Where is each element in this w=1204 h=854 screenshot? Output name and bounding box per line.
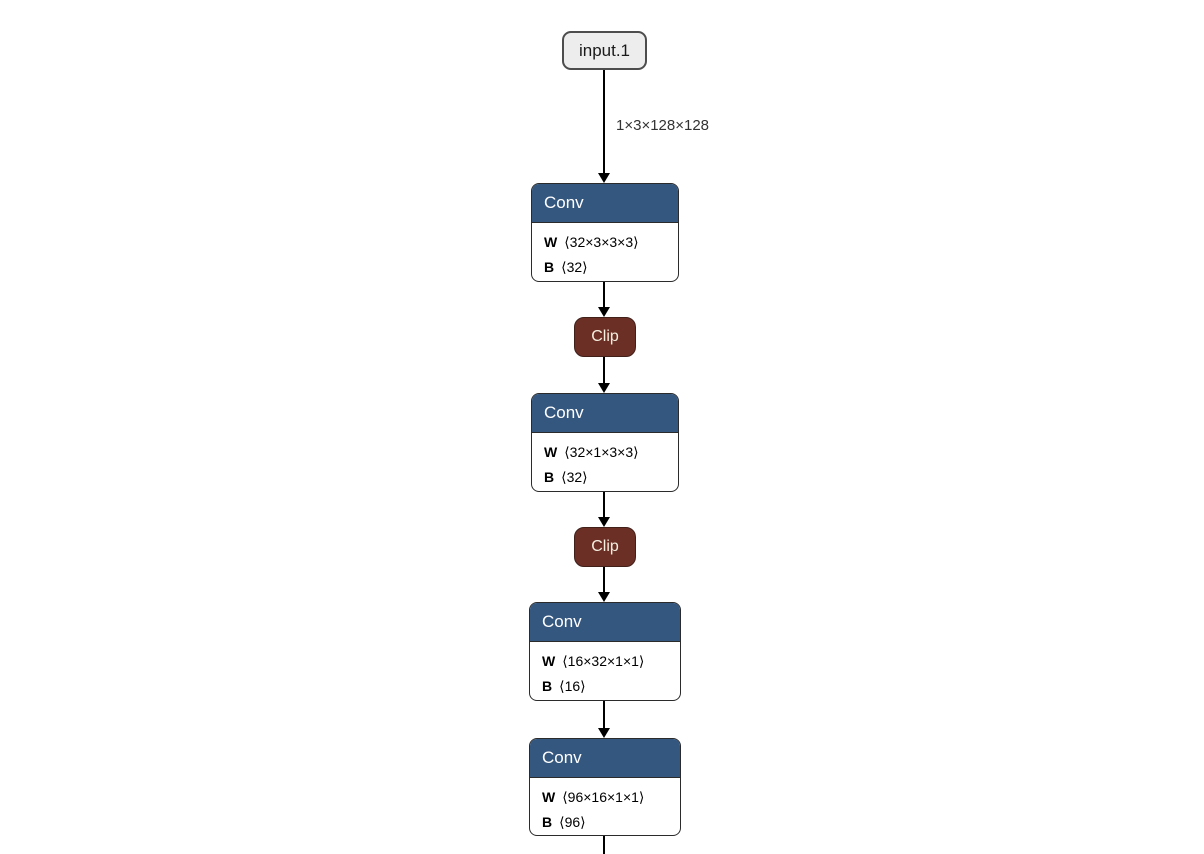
- conv-node-3-header: Conv: [530, 603, 680, 642]
- weights-key: W: [542, 653, 556, 669]
- conv-node-4-weights-row: W ⟨96×16×1×1⟩: [542, 785, 680, 810]
- conv-node-1-header: Conv: [532, 184, 678, 223]
- edge-conv1-to-clip1: [603, 282, 605, 308]
- bias-key: B: [542, 814, 553, 830]
- weights-shape: ⟨32×1×3×3⟩: [564, 443, 639, 460]
- conv-node-1-bias-row: B ⟨32⟩: [544, 255, 678, 280]
- clip-node-1-title: Clip: [591, 328, 619, 345]
- edge-clip2-to-conv3: [603, 567, 605, 593]
- conv-node-2-bias-row: B ⟨32⟩: [544, 465, 678, 490]
- edge-tensor-shape-label: 1×3×128×128: [616, 117, 710, 134]
- arrowhead-icon: [598, 517, 610, 527]
- arrowhead-icon: [598, 307, 610, 317]
- edge-conv3-to-conv4: [603, 701, 605, 729]
- bias-key: B: [544, 259, 555, 275]
- bias-key: B: [542, 678, 553, 694]
- weights-key: W: [542, 789, 556, 805]
- clip-node-2-title: Clip: [591, 538, 619, 555]
- bias-shape: ⟨16⟩: [559, 677, 586, 694]
- conv-node-2-header: Conv: [532, 394, 678, 433]
- edge-conv2-to-clip2: [603, 492, 605, 518]
- arrowhead-icon: [598, 383, 610, 393]
- edge-input-to-conv1: [603, 70, 605, 173]
- conv-node-1[interactable]: Conv W ⟨32×3×3×3⟩ B ⟨32⟩: [531, 183, 679, 282]
- conv-node-2[interactable]: Conv W ⟨32×1×3×3⟩ B ⟨32⟩: [531, 393, 679, 492]
- bias-key: B: [544, 469, 555, 485]
- arrowhead-icon: [598, 173, 610, 183]
- weights-key: W: [544, 444, 558, 460]
- conv-node-3[interactable]: Conv W ⟨16×32×1×1⟩ B ⟨16⟩: [529, 602, 681, 701]
- conv-node-3-title: Conv: [542, 611, 582, 631]
- conv-node-3-bias-row: B ⟨16⟩: [542, 674, 680, 699]
- input-node[interactable]: input.1: [562, 31, 647, 70]
- weights-shape: ⟨96×16×1×1⟩: [562, 788, 645, 805]
- conv-node-1-title: Conv: [544, 192, 584, 212]
- weights-shape: ⟨32×3×3×3⟩: [564, 233, 639, 250]
- conv-node-4-body: W ⟨96×16×1×1⟩ B ⟨96⟩: [530, 778, 680, 835]
- conv-node-1-weights-row: W ⟨32×3×3×3⟩: [544, 230, 678, 255]
- input-node-label: input.1: [578, 40, 631, 60]
- conv-node-2-weights-row: W ⟨32×1×3×3⟩: [544, 440, 678, 465]
- conv-node-4-title: Conv: [542, 747, 582, 767]
- clip-node-1[interactable]: Clip: [574, 317, 636, 357]
- bias-shape: ⟨32⟩: [561, 468, 588, 485]
- conv-node-4-header: Conv: [530, 739, 680, 778]
- conv-node-2-body: W ⟨32×1×3×3⟩ B ⟨32⟩: [532, 433, 678, 490]
- weights-key: W: [544, 234, 558, 250]
- bias-shape: ⟨96⟩: [559, 813, 586, 830]
- edge-conv4-outgoing: [603, 836, 605, 854]
- conv-node-3-weights-row: W ⟨16×32×1×1⟩: [542, 649, 680, 674]
- clip-node-2[interactable]: Clip: [574, 527, 636, 567]
- conv-node-4-bias-row: B ⟨96⟩: [542, 810, 680, 835]
- conv-node-3-body: W ⟨16×32×1×1⟩ B ⟨16⟩: [530, 642, 680, 699]
- conv-node-4[interactable]: Conv W ⟨96×16×1×1⟩ B ⟨96⟩: [529, 738, 681, 836]
- weights-shape: ⟨16×32×1×1⟩: [562, 652, 645, 669]
- conv-node-2-title: Conv: [544, 402, 584, 422]
- arrowhead-icon: [598, 728, 610, 738]
- bias-shape: ⟨32⟩: [561, 258, 588, 275]
- edge-clip1-to-conv2: [603, 357, 605, 384]
- arrowhead-icon: [598, 592, 610, 602]
- conv-node-1-body: W ⟨32×3×3×3⟩ B ⟨32⟩: [532, 223, 678, 280]
